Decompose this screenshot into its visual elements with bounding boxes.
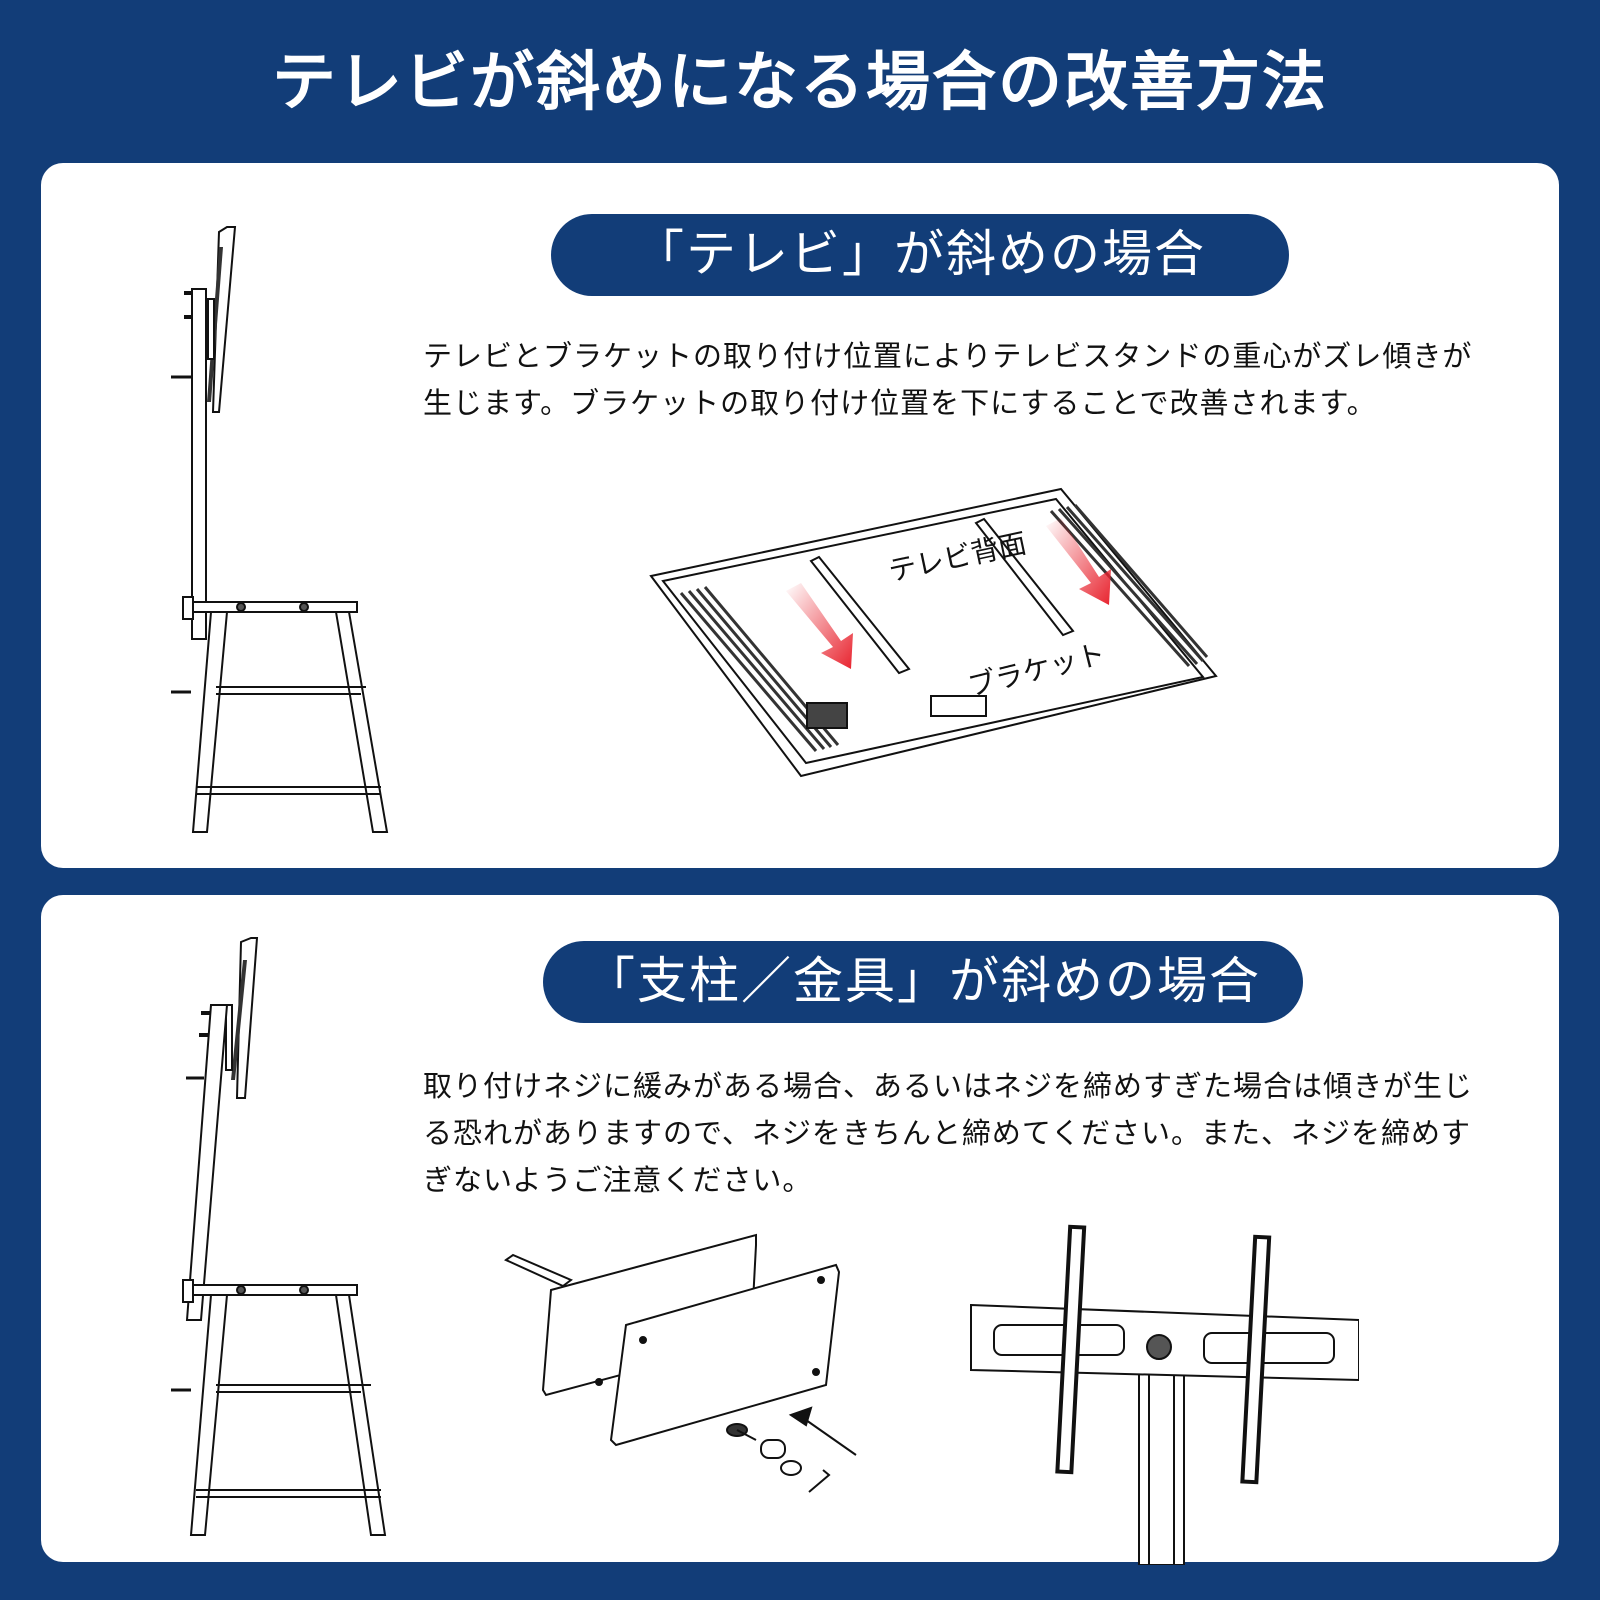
section-heading-pill: 「テレビ」が斜めの場合 <box>551 214 1289 296</box>
vesa-bracket-front-diagram <box>969 1195 1359 1565</box>
stand-side-view-tilted-illustration <box>171 930 401 1550</box>
section-pole-tilted: 「支柱／金具」が斜めの場合 取り付けネジに緩みがある場合、あるいはネジを締めすぎ… <box>41 895 1559 1565</box>
page-title: テレビが斜めになる場合の改善方法 <box>272 46 1328 120</box>
stand-side-view-illustration <box>171 207 401 847</box>
section-description: 取り付けネジに緩みがある場合、あるいはネジを締めすぎた場合は傾きが生じる恐れがあ… <box>423 1069 1474 1197</box>
section-heading-pill: 「支柱／金具」が斜めの場合 <box>543 941 1303 1023</box>
base-plate-screw-diagram <box>501 1230 861 1520</box>
section-description: テレビとブラケットの取り付け位置によりテレビスタンドの重心がズレ傾きが生じます。… <box>423 339 1473 420</box>
section-tv-tilted: 「テレビ」が斜めの場合 テレビとブラケットの取り付け位置によりテレビスタンドの重… <box>41 163 1559 868</box>
tv-back-bracket-diagram: テレビ背面 ブラケット <box>641 481 1231 781</box>
